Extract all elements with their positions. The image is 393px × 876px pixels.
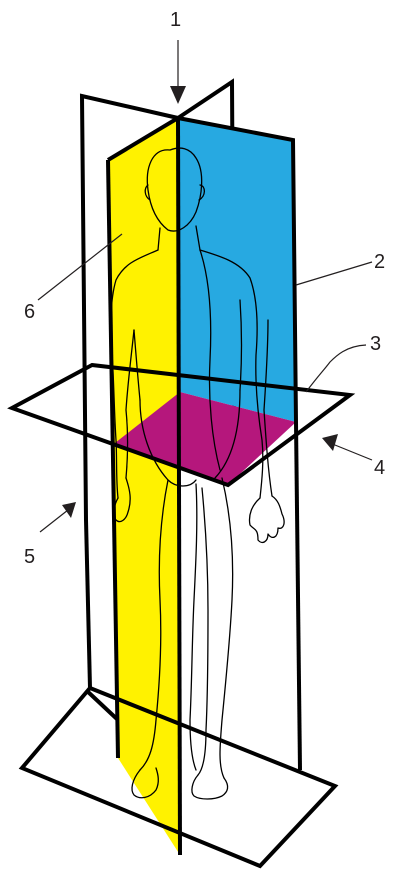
label-2: 2 bbox=[374, 251, 385, 273]
label-1: 1 bbox=[170, 9, 181, 31]
label-5: 5 bbox=[24, 546, 35, 568]
label-4: 4 bbox=[374, 457, 385, 479]
label-3: 3 bbox=[370, 333, 381, 355]
label-6: 6 bbox=[24, 301, 35, 323]
